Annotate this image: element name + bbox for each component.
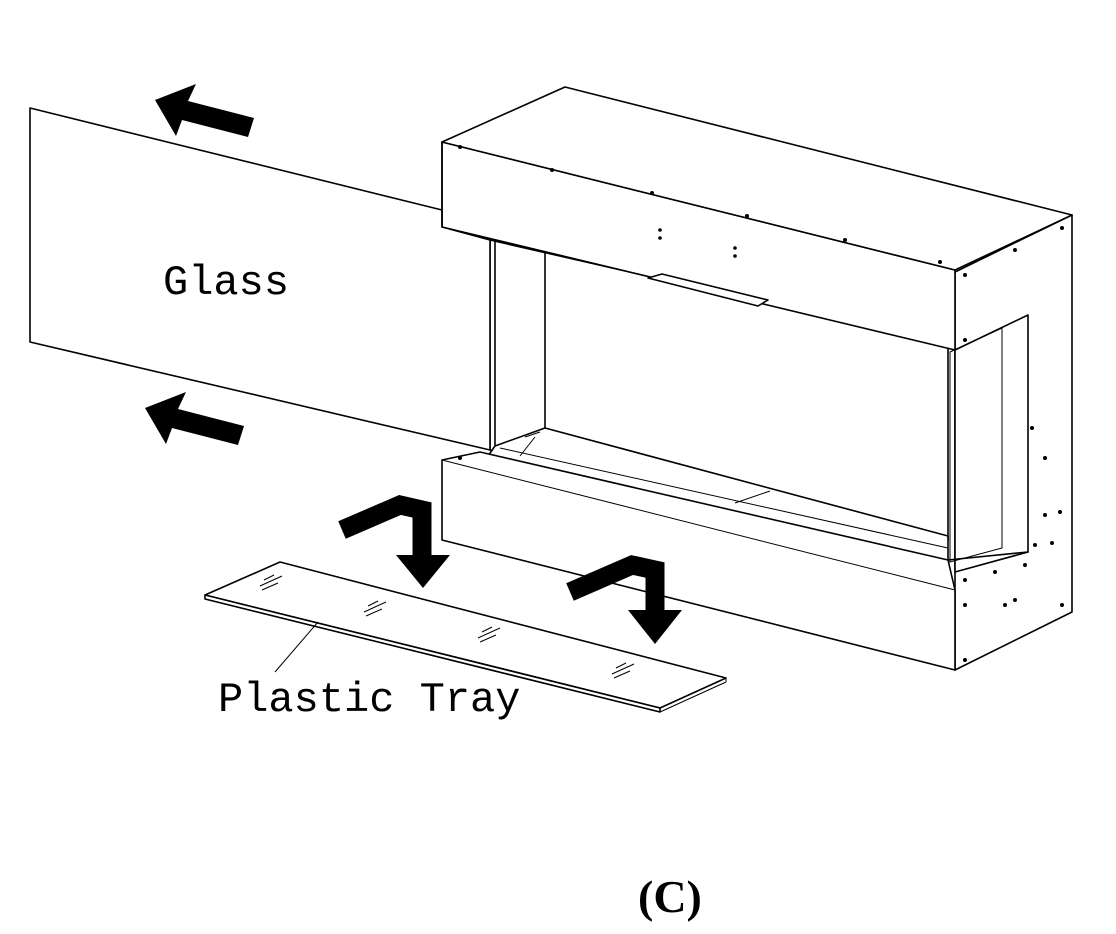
- arrow-down-hook-icon-left: [338, 495, 450, 588]
- plastic-tray: Plastic Tray: [204, 561, 727, 724]
- tray-leader-line: [274, 621, 319, 673]
- glass-label: Glass: [163, 259, 289, 307]
- burner-slot: [647, 273, 769, 307]
- side-opening-frame: [954, 314, 1029, 573]
- tray-reflection-marks: [259, 574, 635, 679]
- figure-label: (C): [638, 871, 702, 922]
- glass-panel: Glass: [29, 107, 491, 451]
- plastic-tray-label: Plastic Tray: [218, 676, 520, 724]
- arrow-left-icon-bottom: [145, 392, 244, 445]
- arrow-left-icon-top: [155, 84, 254, 137]
- top-surface: [441, 86, 1073, 271]
- fastener-dots: [458, 145, 1064, 662]
- arrow-down-hook-icon-right: [566, 555, 682, 644]
- fireplace-unit: [441, 86, 1073, 671]
- side-opening-inner: [949, 327, 1003, 563]
